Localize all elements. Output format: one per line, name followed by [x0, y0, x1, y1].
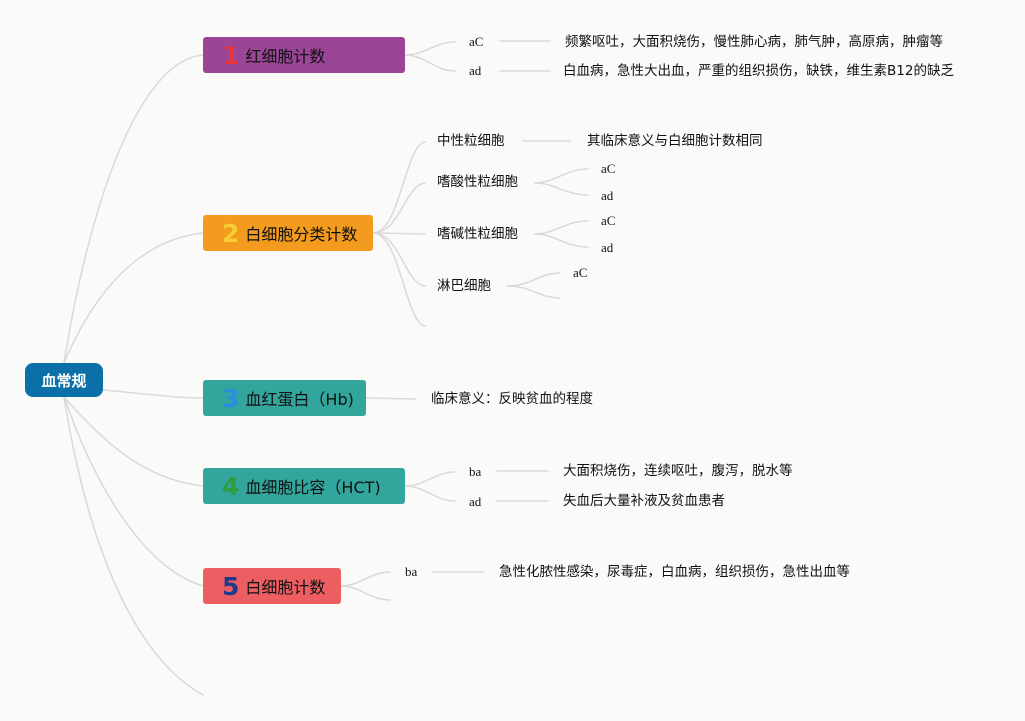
branch-key[interactable]: ad — [469, 63, 482, 78]
number-3-icon: 3 — [222, 383, 240, 413]
branch-key[interactable]: ad — [469, 494, 482, 509]
topic-label: 红细胞计数 — [245, 47, 326, 66]
topic-label: 白细胞计数 — [245, 578, 326, 597]
branch-description[interactable]: 大面积烧伤，连续呕吐，腹泻，脱水等 — [563, 463, 793, 479]
topic-description[interactable]: 临床意义：反映贫血的程度 — [431, 391, 593, 407]
branch-description[interactable]: 急性化脓性感染，尿毒症，白血病，组织损伤，急性出血等 — [499, 564, 850, 580]
topic-wbc-differential[interactable]: 2 白细胞分类计数 — [203, 215, 373, 251]
branch-key[interactable]: ad — [601, 188, 614, 203]
topic-hemoglobin[interactable]: 3 血红蛋白（Hb) — [203, 380, 366, 416]
number-5-icon: 5 — [222, 571, 240, 601]
subtopic-eosinophil[interactable]: 嗜酸性粒细胞 — [437, 174, 518, 190]
subtopic-lymphocyte[interactable]: 淋巴细胞 — [437, 278, 491, 294]
topic-rbc-count[interactable]: 1 红细胞计数 — [203, 37, 405, 73]
topic-hematocrit[interactable]: 4 血细胞比容（HCT) — [203, 468, 405, 504]
branch-key[interactable]: ad — [601, 240, 614, 255]
branch-description[interactable]: 白血病，急性大出血，严重的组织损伤，缺铁，维生素B12的缺乏 — [563, 63, 954, 79]
branch-key[interactable]: ba — [405, 564, 418, 579]
number-1-icon: 1 — [222, 40, 240, 70]
branch-key[interactable]: aC — [573, 265, 588, 280]
branch-key[interactable]: aC — [601, 213, 616, 228]
topic-label: 白细胞分类计数 — [245, 225, 358, 244]
number-4-icon: 4 — [222, 471, 240, 501]
branch-key[interactable]: aC — [469, 34, 484, 49]
topic-label: 血细胞比容（HCT) — [245, 478, 381, 497]
branch-key[interactable]: aC — [601, 161, 616, 176]
branch-key[interactable]: ba — [469, 464, 482, 479]
number-2-icon: 2 — [222, 218, 240, 248]
branch-description[interactable]: 频繁呕吐，大面积烧伤，慢性肺心病，肺气肿，高原病，肿瘤等 — [565, 34, 943, 50]
subtopic-description[interactable]: 其临床意义与白细胞计数相同 — [587, 133, 763, 149]
subtopic-neutrophil[interactable]: 中性粒细胞 — [437, 133, 505, 149]
subtopic-basophil[interactable]: 嗜碱性粒细胞 — [437, 226, 518, 242]
root-label: 血常规 — [41, 371, 87, 390]
root-node[interactable]: 血常规 — [25, 363, 103, 397]
branch-description[interactable]: 失血后大量补液及贫血患者 — [563, 493, 725, 509]
topic-wbc-count[interactable]: 5 白细胞计数 — [203, 568, 341, 604]
topic-label: 血红蛋白（Hb) — [245, 390, 354, 409]
